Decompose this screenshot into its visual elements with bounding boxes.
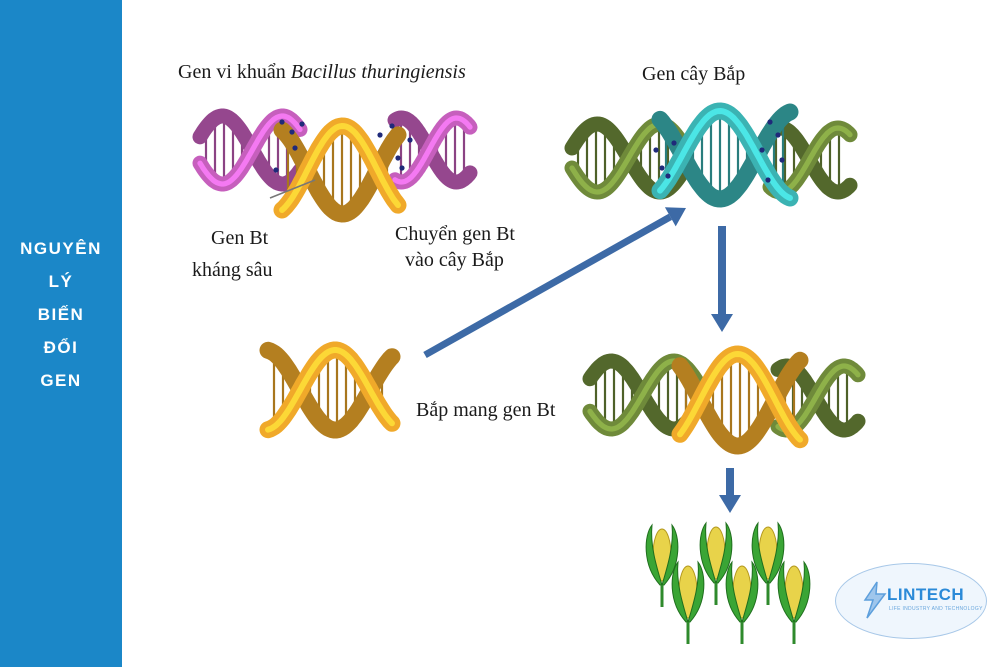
dna-dot [775,132,781,138]
corn-target-helix [651,102,799,208]
bacteria-species-name: Bacillus thuringiensis [290,61,466,83]
transfer-arrow-shaft [423,213,673,359]
corn-cob-icon [671,560,705,644]
down-arrow-1-head [711,314,733,332]
bacteria-helix-right [387,110,478,190]
title-line-5: GEN [40,371,82,390]
corn-husk-left [725,560,743,623]
down-arrow-1 [711,226,733,332]
helix-highlight [392,115,473,185]
corn-field-illustration [645,521,811,644]
corn-husk-right [715,521,733,584]
title-line-1: NGUYÊN [20,239,102,258]
dna-dot [289,129,295,135]
transfer-arrow-head [664,207,686,227]
title-line-3: BIẾN [37,305,85,324]
dna-dot [665,173,671,179]
dna-dot [407,137,413,143]
sidebar: NGUYÊN LÝ BIẾN ĐỔI GEN [0,0,122,667]
helix-highlight [197,113,303,187]
corn-with-bt-label: Bắp mang gen Bt [416,399,556,421]
logo-wordmark: LINTECH [887,585,965,604]
dna-fragment-dots [273,119,785,183]
logo-tagline: LIFE INDUSTRY AND TECHNOLOGY [889,606,983,612]
dna-helices [192,102,866,455]
corn-husk-right [741,560,759,623]
transfer-arrow [423,207,686,359]
lintech-logo: LINTECH LIFE INDUSTRY AND TECHNOLOGY [835,563,987,639]
logo-leaf-icon [863,581,887,619]
corn-husk-right [793,560,811,623]
dna-dot [765,177,771,183]
corn-husk-left [645,523,663,586]
corn-husk-left [671,560,689,623]
corn-cob-icon [645,523,679,607]
down-arrow-2-head [719,495,741,513]
gene-transfer-diagram [192,102,866,644]
isolated-bt-helix [259,341,401,439]
helix-highlight [657,108,793,201]
helix-highlight [265,347,395,433]
down-arrow-2 [719,468,741,513]
title-line-2: LÝ [48,272,74,291]
transfer-label-line2: vào cây Bắp [405,249,504,271]
dna-dot [273,167,279,173]
diagram-area: Gen vi khuẩn Bacillus thuringiensis Gen … [122,0,1000,667]
slide-title: NGUYÊN LÝ BIẾN ĐỔI GEN [0,232,122,397]
dna-dot [292,145,298,151]
bacteria-gene-prefix: Gen vi khuẩn [178,61,286,83]
corn-husk-left [699,521,717,584]
corn-husk-right [661,523,679,586]
dna-dot [395,155,401,161]
corn-husk-right [687,560,705,623]
dna-dot [279,119,285,125]
logo-ellipse [835,563,987,639]
corn-cob-icon [777,560,811,644]
dna-dot [377,132,383,138]
corn-gene-label: Gen cây Bắp [642,63,746,85]
helix-highlight [279,123,401,213]
dna-dot [399,165,405,171]
arrows [423,207,741,513]
corn-husk-right [767,521,785,584]
corn-husk-left [777,560,795,623]
dna-dot [767,119,773,125]
title-line-4: ĐỔI [43,338,79,357]
dna-dot [299,121,305,127]
dna-dot [389,123,395,129]
bt-gene-label-line2: kháng sâu [192,259,273,281]
corn-cob-icon [751,521,785,605]
corn-cob-icon [725,560,759,644]
dna-dot [653,147,659,153]
dna-dot [759,147,765,153]
corn-cob-icon [699,521,733,605]
transfer-label-line1: Chuyển gen Bt [395,223,515,245]
bacteria-gene-label: Gen vi khuẩn Bacillus thuringiensis [178,60,466,84]
transgenic-bt-helix [671,345,809,455]
dna-dot [671,140,677,146]
helix-highlight [677,351,803,443]
dna-dot [659,165,665,171]
bt-gene-helix [273,117,407,223]
dna-dot [779,157,785,163]
bt-gene-pointer-line [269,179,316,199]
corn-husk-left [751,521,769,584]
bt-gene-label-line1: Gen Bt [211,227,269,249]
